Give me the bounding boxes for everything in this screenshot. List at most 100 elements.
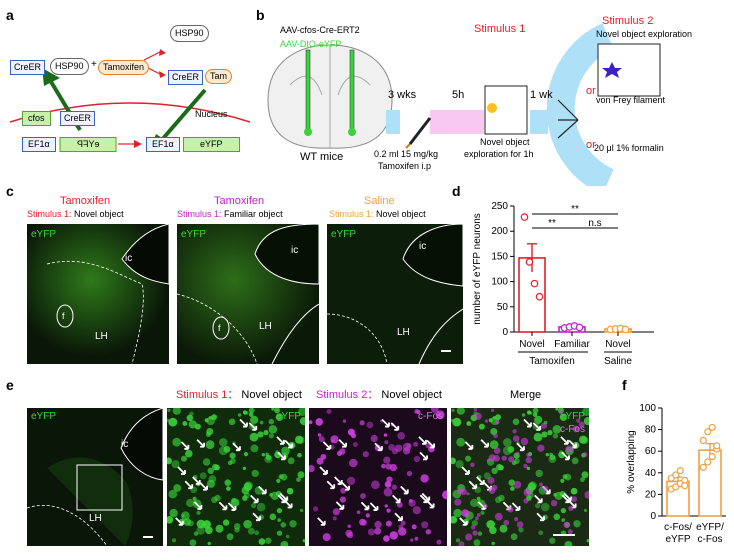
cell-body: [526, 457, 532, 463]
cell-body: [374, 528, 381, 535]
cell-body: [566, 445, 574, 453]
cell-body: [189, 420, 197, 428]
c2-eyfp-label: eYFP: [181, 230, 206, 240]
hsp90-free-oval: HSP90: [170, 25, 209, 42]
injection-dose: 0.2 ml 15 mg/kg: [374, 150, 438, 159]
d-ytick-label: 250: [491, 201, 508, 212]
c3-eyfp-label: eYFP: [331, 230, 356, 240]
cell-body: [413, 506, 421, 514]
cell-body: [475, 516, 479, 520]
cell-body: [568, 529, 573, 534]
cell-arrow: [178, 467, 185, 474]
d-ytick-label: 50: [497, 302, 509, 313]
f-category-label: eYFP/: [696, 522, 724, 533]
d-category-label: Novel: [519, 339, 545, 350]
cell-arrow: [200, 483, 207, 490]
cell-body: [216, 525, 224, 533]
cell-arrow: [419, 437, 426, 444]
c3-stim: Stimulus 1: Novel object: [329, 210, 426, 219]
chart-d: 050100150200250number of eYFP neuronsNov…: [452, 196, 662, 372]
cell-body: [524, 489, 532, 497]
cell-body: [500, 525, 508, 533]
cell-body: [277, 508, 282, 513]
f-data-point: [709, 454, 715, 460]
cell-body: [345, 530, 352, 537]
stimulus1-title: Stimulus 1: [474, 24, 525, 35]
time-1wk: 1 wk: [530, 90, 553, 101]
cell-body: [353, 442, 358, 447]
cell-body: [508, 507, 514, 513]
cell-body: [234, 523, 241, 530]
micrograph-e3: c-Fos: [309, 408, 447, 546]
cell-body: [209, 416, 213, 420]
cell-arrow: [420, 452, 427, 459]
d-data-point: [622, 326, 628, 332]
cell-body: [182, 421, 187, 426]
cell-body: [571, 488, 578, 495]
cell-body: [288, 457, 295, 464]
cell-body: [384, 488, 393, 497]
cell-body: [456, 538, 460, 542]
cell-body: [493, 433, 498, 438]
cell-arrow: [327, 481, 334, 488]
e-stim2-header: Stimulus 2： Novel object: [316, 390, 442, 401]
d-group-label: Tamoxifen: [529, 356, 575, 367]
cell-body: [571, 496, 577, 502]
cell-body: [584, 509, 587, 512]
cell-body: [371, 435, 378, 442]
cell-body: [339, 448, 345, 454]
cell-body: [343, 419, 346, 422]
f-data-point: [709, 424, 715, 430]
stimulus1-desc-line1: Novel object: [480, 138, 530, 147]
cell-body: [238, 413, 241, 416]
cell-body: [492, 542, 495, 545]
cell-body: [259, 538, 266, 545]
f-ylabel: % overlapping: [626, 430, 637, 493]
d-group-label: Saline: [604, 356, 632, 367]
cell-body: [456, 438, 465, 447]
f-ytick-label: 100: [639, 403, 656, 414]
cell-body: [472, 530, 477, 535]
cell-body: [564, 522, 570, 528]
vector-label-2: AAV-DIO-eYFP: [280, 40, 341, 49]
cell-body: [269, 425, 278, 434]
creer-bound-box: CreER: [168, 70, 203, 85]
cell-body: [550, 455, 556, 461]
cell-body: [477, 513, 481, 517]
cell-body: [513, 419, 520, 426]
cell-body: [409, 500, 416, 507]
cell-body: [242, 486, 250, 494]
cell-body: [478, 532, 482, 536]
cell-arrow: [320, 467, 327, 474]
cell-body: [522, 413, 525, 416]
cell-body: [487, 459, 490, 462]
cell-body: [508, 456, 514, 462]
cell-body: [203, 458, 210, 465]
cell-arrow: [197, 440, 204, 447]
cell-body: [516, 452, 519, 455]
cell-body: [250, 433, 259, 442]
cell-body: [219, 446, 228, 455]
option-novel-object: Novel object exploration: [596, 30, 692, 39]
cell-body: [565, 541, 573, 546]
cell-body: [474, 539, 481, 546]
cell-body: [340, 488, 346, 494]
cell-arrow: [427, 500, 434, 507]
d-ytick-label: 150: [491, 251, 508, 262]
cell-body: [197, 520, 206, 529]
cell-body: [349, 459, 358, 468]
cell-body: [185, 450, 193, 458]
cell-body: [207, 480, 215, 488]
c1-ic-label: ic: [125, 254, 132, 264]
cell-body: [277, 518, 281, 522]
c2-lh-label: LH: [259, 322, 272, 332]
cell-body: [585, 491, 590, 499]
c1-title: Tamoxifen: [60, 196, 110, 207]
cell-body: [251, 503, 256, 508]
d-ytick-label: 0: [502, 327, 508, 338]
cell-body: [243, 467, 246, 470]
cell-body: [167, 409, 170, 412]
hsp90-oval: HSP90: [50, 58, 89, 75]
cell-body: [279, 474, 284, 479]
